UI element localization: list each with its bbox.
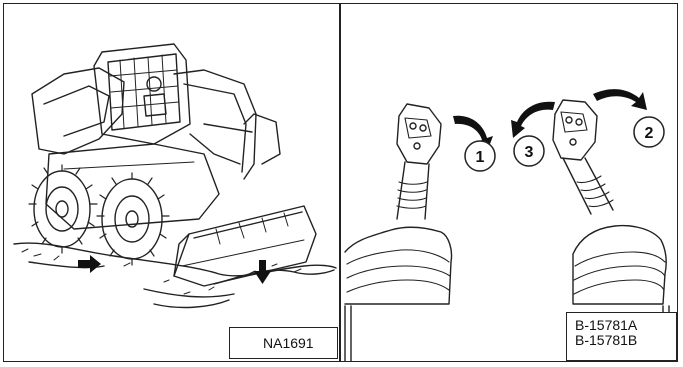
joystick-illustration: 1 3 2 [341, 4, 677, 361]
figure-code-right: B-15781A B-15781B [566, 312, 677, 361]
front-wheel [102, 179, 162, 259]
right-arrow-icon [78, 255, 101, 273]
loader-panel [4, 4, 339, 361]
down-arrow-icon [254, 260, 271, 284]
skid-steer-loader-illustration [4, 4, 339, 361]
left-joystick [345, 104, 452, 361]
chassis [46, 144, 219, 229]
figure-code-b15781b: B-15781B [575, 333, 676, 348]
figure-code-b15781a: B-15781A [575, 318, 676, 333]
step-number-3: 3 [525, 144, 534, 161]
rear-wheel [34, 171, 90, 247]
step-number-1: 1 [476, 149, 485, 166]
curved-arrow-icon [511, 102, 555, 138]
curved-arrow-icon [593, 89, 647, 110]
step-number-2: 2 [645, 125, 654, 142]
bucket-cylinder [244, 114, 280, 164]
bucket [174, 206, 316, 286]
figure-code-na1691: NA1691 [263, 335, 314, 351]
joystick-panel: 1 3 2 [341, 4, 677, 361]
figure-code-left: NA1691 [229, 327, 338, 359]
